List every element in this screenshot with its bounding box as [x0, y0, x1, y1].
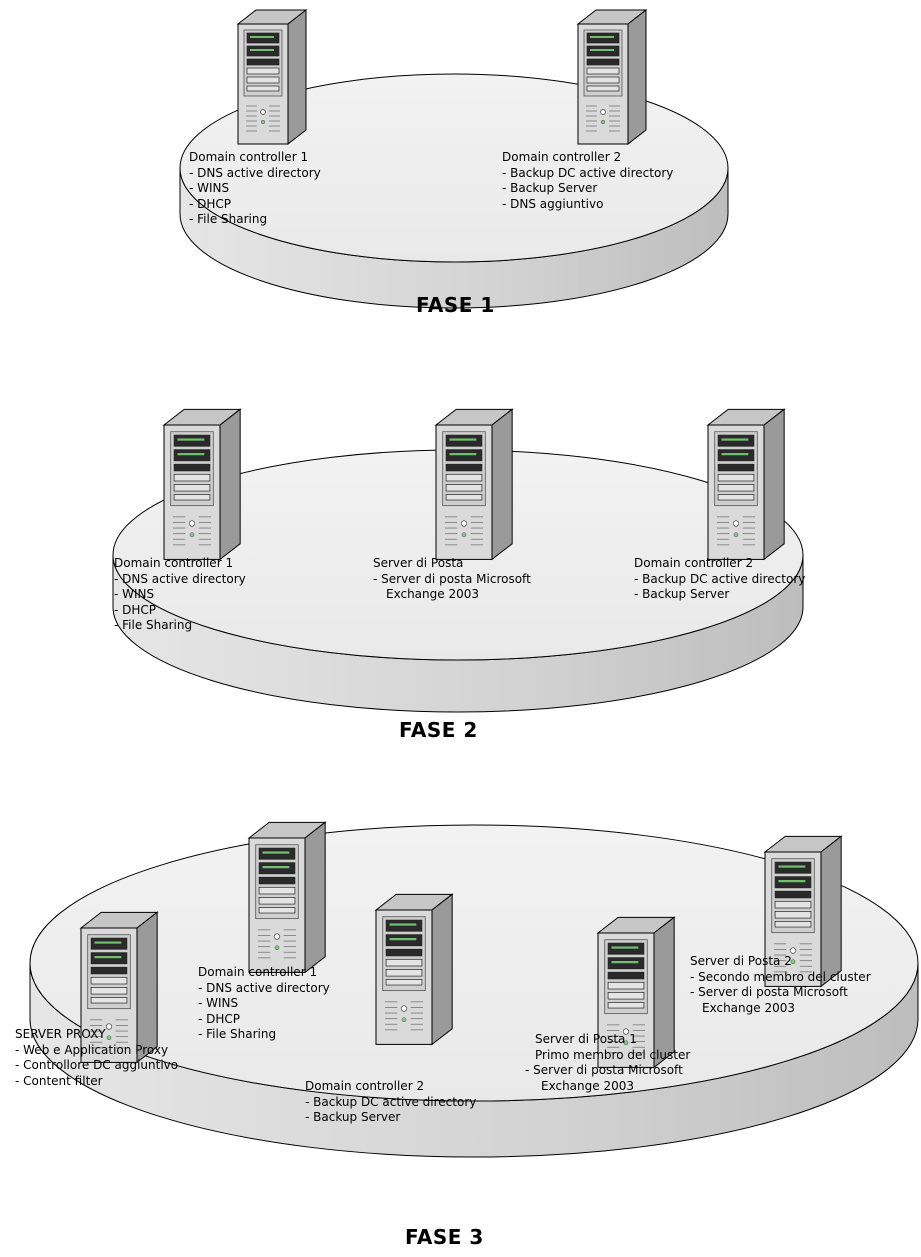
server-name: Domain controller 1	[114, 556, 234, 570]
fase1-dc1-label: Domain controller 1- DNS active director…	[189, 150, 321, 228]
fase3-title: FASE 3	[405, 1225, 484, 1249]
service-line: - Backup DC active directory	[502, 165, 674, 180]
service-line: - DNS active directory	[114, 571, 246, 586]
server-name: Server di Posta 1	[535, 1032, 637, 1046]
fase3-proxy-label: SERVER PROXY- Web e Application Proxy- C…	[15, 1027, 178, 1089]
fase2-title: FASE 2	[399, 718, 478, 742]
service-line: - Backup DC active directory	[305, 1094, 477, 1109]
fase1-dc2-server-icon	[576, 8, 648, 146]
service-line: - DHCP	[189, 196, 232, 211]
service-line: - Backup Server	[502, 181, 598, 195]
server-name: Server di Posta 2	[690, 954, 792, 968]
service-line: - File Sharing	[114, 618, 193, 632]
service-line: - DHCP	[198, 1011, 241, 1026]
service-line: - Backup Server	[305, 1110, 401, 1124]
service-line: Primo membro del cluster	[535, 1047, 691, 1062]
server-name: Domain controller 2	[502, 150, 622, 164]
service-line: - Server di posta Microsoft	[690, 985, 848, 999]
server-name: Domain controller 2	[634, 556, 754, 570]
service-line: - WINS	[198, 996, 239, 1010]
fase1-dc2-label: Domain controller 2- Backup DC active di…	[502, 150, 673, 212]
service-line: - Content filter	[15, 1073, 103, 1088]
service-line: - File Sharing	[189, 212, 268, 226]
service-line: - Controllore DC aggiuntivo	[15, 1058, 179, 1072]
fase3-mail2-label: Server di Posta 2- Secondo membro del cl…	[690, 954, 871, 1016]
server-name: Domain controller 2	[305, 1079, 425, 1093]
service-line: - WINS	[114, 587, 155, 601]
server-name: SERVER PROXY	[15, 1027, 106, 1041]
fase3-dc1-server-icon	[247, 821, 327, 974]
service-line: Exchange 2003	[386, 587, 479, 601]
server-name: Domain controller 1	[198, 965, 318, 979]
service-line: Exchange 2003	[702, 1000, 795, 1015]
fase2-dc1-label: Domain controller 1- DNS active director…	[114, 556, 246, 634]
fase3-dc2-server-icon	[374, 893, 454, 1046]
fase2-dc2-label: Domain controller 2- Backup DC active di…	[634, 556, 805, 603]
service-line: - DHCP	[114, 602, 157, 617]
service-line: - Server di posta Microsoft	[525, 1063, 683, 1077]
fase2-dc2-server-icon	[706, 408, 786, 561]
fase3-proxy-server-icon	[79, 911, 159, 1064]
service-line: - DNS active directory	[189, 165, 321, 180]
server-name: Server di Posta	[373, 556, 464, 570]
fase3-dc1-label: Domain controller 1- DNS active director…	[198, 965, 330, 1043]
service-line: - DNS aggiuntivo	[502, 196, 604, 211]
service-line: - Secondo membro del cluster	[690, 969, 871, 984]
fase3-mail1-server-icon	[596, 916, 676, 1069]
service-line: - Backup DC active directory	[634, 571, 806, 586]
service-line: - File Sharing	[198, 1027, 277, 1041]
fase2-dc1-server-icon	[162, 408, 242, 561]
service-line: - Backup Server	[634, 587, 730, 601]
fase3-dc2-label: Domain controller 2- Backup DC active di…	[305, 1079, 476, 1126]
service-line: - WINS	[189, 181, 230, 195]
fase2-mail-server-icon	[434, 408, 514, 561]
service-line: - DNS active directory	[198, 980, 330, 995]
service-line: - Web e Application Proxy	[15, 1042, 169, 1057]
service-line: Exchange 2003	[541, 1078, 634, 1093]
fase1-dc1-server-icon	[236, 8, 308, 146]
fase1-title: FASE 1	[416, 293, 495, 317]
fase2-mail-label: Server di Posta- Server di posta Microso…	[373, 556, 531, 603]
fase3-mail2-server-icon	[763, 835, 843, 988]
service-line: - Server di posta Microsoft	[373, 571, 531, 586]
server-name: Domain controller 1	[189, 150, 309, 164]
